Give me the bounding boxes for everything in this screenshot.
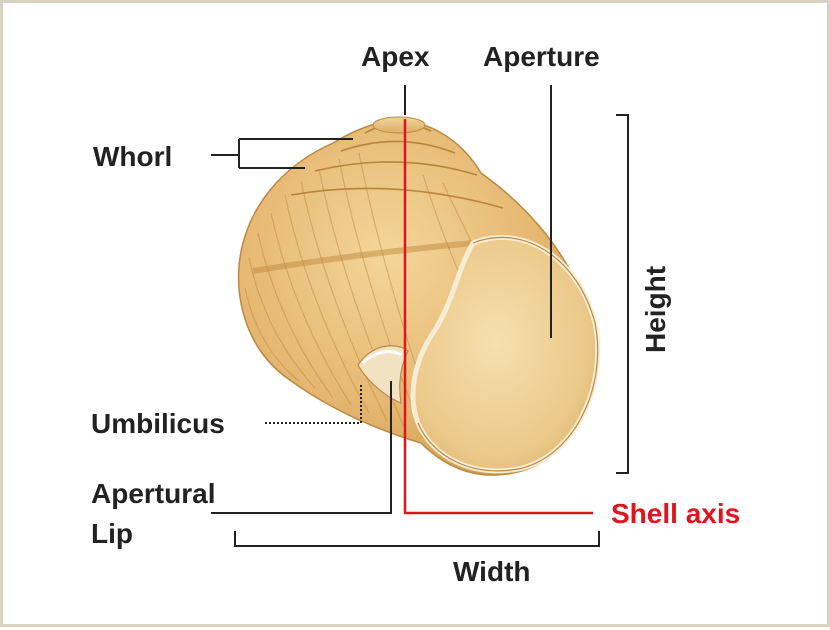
label-width: Width <box>453 556 531 587</box>
label-umbilicus: Umbilicus <box>91 408 225 439</box>
apex-tip <box>373 117 425 133</box>
label-aperture: Aperture <box>483 41 600 72</box>
label-apex: Apex <box>361 41 430 72</box>
width-bracket <box>235 531 599 546</box>
label-shell-axis: Shell axis <box>611 498 740 529</box>
label-apertural-lip-line1: Apertural <box>91 478 215 509</box>
label-height: Height <box>640 266 671 353</box>
label-apertural-lip-line2: Lip <box>91 518 133 549</box>
label-whorl: Whorl <box>93 141 172 172</box>
snail-shell-anatomy-diagram: Apex Aperture Whorl Height Umbilicus Ape… <box>3 3 830 630</box>
height-bracket <box>616 115 628 473</box>
shell-illustration <box>239 117 598 475</box>
